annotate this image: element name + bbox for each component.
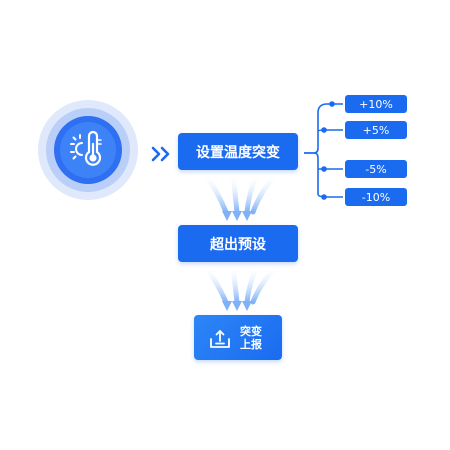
double-chevron-right-icon bbox=[151, 146, 170, 162]
thermometer-sun-icon bbox=[70, 130, 102, 166]
report-label-line1: 突变 bbox=[240, 325, 262, 338]
option-minus-5: -5% bbox=[345, 160, 407, 178]
option-label: +5% bbox=[362, 123, 390, 137]
set-temp-change-node: 设置温度突变 bbox=[178, 133, 298, 170]
option-plus-5: +5% bbox=[345, 121, 407, 139]
report-label: 突变 上报 bbox=[240, 325, 272, 351]
flow-arrows-set-to-exceed bbox=[202, 171, 280, 221]
exceed-preset-label: 超出预设 bbox=[210, 236, 266, 253]
options-bracket bbox=[304, 101, 343, 200]
option-plus-10: +10% bbox=[345, 95, 407, 113]
flow-arrows-exceed-to-report bbox=[202, 263, 280, 311]
report-node bbox=[194, 315, 282, 360]
upload-tray-icon bbox=[210, 330, 230, 348]
option-label: -10% bbox=[361, 190, 391, 204]
option-label: -5% bbox=[365, 162, 387, 176]
report-label-line2: 上报 bbox=[240, 338, 262, 351]
option-label: +10% bbox=[359, 97, 393, 111]
option-minus-10: -10% bbox=[345, 188, 407, 206]
set-temp-change-label: 设置温度突变 bbox=[196, 144, 280, 161]
exceed-preset-node: 超出预设 bbox=[178, 225, 298, 262]
